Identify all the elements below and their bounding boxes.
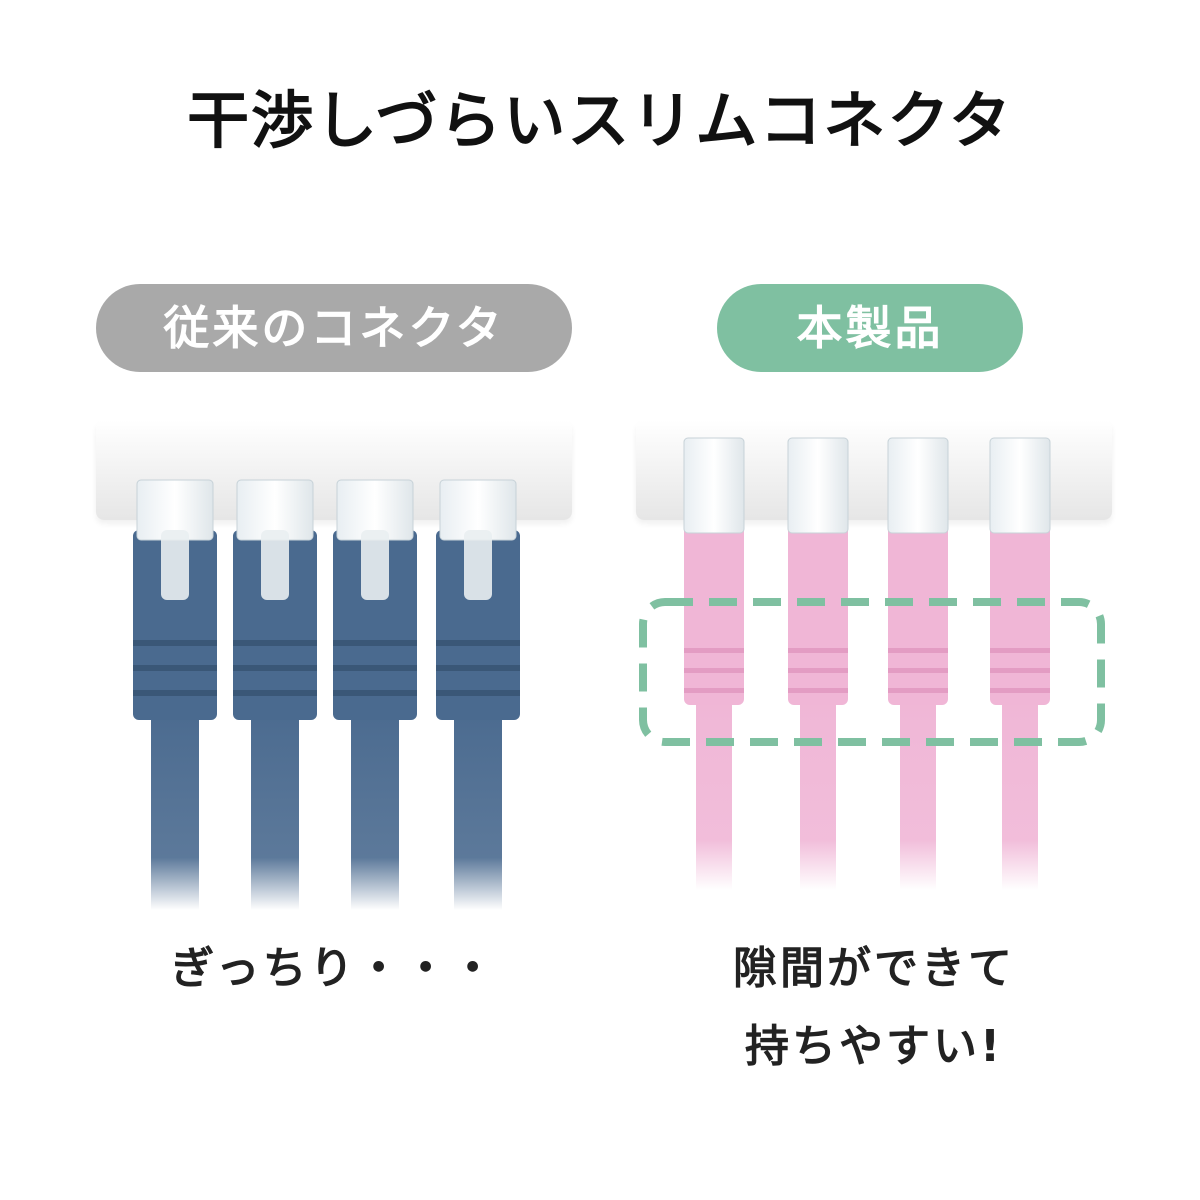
pink-connector	[887, 437, 949, 890]
pink-connector	[787, 437, 849, 890]
blue-connector	[333, 479, 417, 910]
right-caption: 隙間ができて 持ちやすい!	[636, 930, 1112, 1086]
blue-connector	[133, 479, 217, 910]
page-title: 干渉しづらいスリムコネクタ	[187, 84, 1013, 157]
left-caption: ぎっちり・・・	[170, 943, 498, 994]
highlight-dashed-box	[639, 598, 1105, 746]
conventional-connector-label: 従来のコネクタ	[96, 284, 572, 372]
right-caption-line2: 持ちやすい!	[744, 1021, 1004, 1072]
slim-connectors	[683, 437, 1051, 890]
conventional-connectors	[133, 479, 520, 910]
right-caption-line1: 隙間ができて	[733, 943, 1015, 994]
blue-connector	[233, 479, 317, 910]
pink-connector	[989, 437, 1051, 890]
pink-connector	[683, 437, 745, 890]
blue-connector	[436, 479, 520, 910]
this-product-label: 本製品	[717, 284, 1023, 372]
